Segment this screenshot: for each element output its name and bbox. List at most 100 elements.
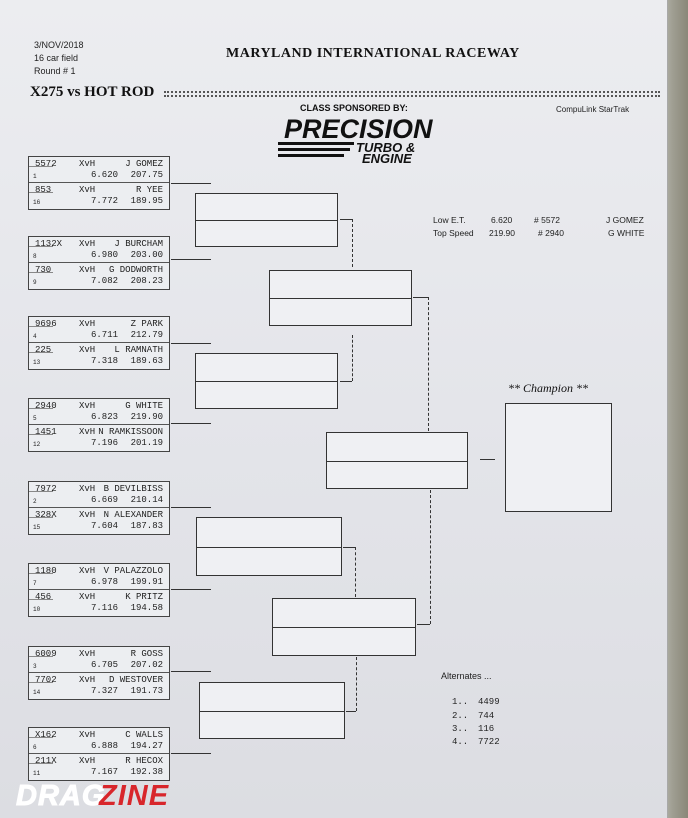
speed-mph: 207.02 xyxy=(130,660,163,670)
car-number: 328X xyxy=(35,510,57,520)
elapsed-time: 6.980 xyxy=(91,250,119,260)
seed-divider xyxy=(29,246,53,247)
bracket-connector xyxy=(340,219,352,220)
driver-name: N RAMKISSOON xyxy=(98,427,163,437)
car-number: 5572 xyxy=(35,159,57,169)
final-box xyxy=(326,432,468,489)
seed-number: 9 xyxy=(33,279,37,286)
quarterfinal-box xyxy=(196,517,342,576)
top-speed-car: # 2940 xyxy=(538,228,564,238)
seed-divider xyxy=(29,434,53,435)
seed-divider xyxy=(29,166,53,167)
car-number: 1180 xyxy=(35,566,57,576)
bracket-connector xyxy=(171,507,211,508)
bracket-connector xyxy=(352,219,353,267)
low-et-label: Low E.T. xyxy=(433,215,466,225)
class-code: XvH xyxy=(79,345,96,355)
seed-divider xyxy=(29,599,53,600)
speed-mph: 208.23 xyxy=(130,276,163,286)
bracket-connector xyxy=(346,711,356,712)
seed-number: 7 xyxy=(33,580,37,587)
car-number: 456 xyxy=(35,592,52,602)
elapsed-time: 7.196 xyxy=(91,438,119,448)
elapsed-time: 6.669 xyxy=(91,495,119,505)
low-et-car: # 5572 xyxy=(534,215,560,225)
elapsed-time: 7.116 xyxy=(91,603,119,613)
elapsed-time: 6.711 xyxy=(91,330,119,340)
bracket-connector xyxy=(171,671,211,672)
class-code: XvH xyxy=(79,427,96,437)
seed-divider xyxy=(29,352,53,353)
svg-text:ENGINE: ENGINE xyxy=(362,151,412,164)
speed-mph: 212.79 xyxy=(130,330,163,340)
sponsor-heading: CLASS SPONSORED BY: xyxy=(300,103,408,113)
car-number: X162 xyxy=(35,730,57,740)
semifinal-box xyxy=(272,598,416,656)
driver-name: R YEE xyxy=(135,185,163,195)
svg-text:PRECISION: PRECISION xyxy=(284,114,433,144)
speed-mph: 189.95 xyxy=(130,196,163,206)
class-code: XvH xyxy=(79,159,96,169)
car-number: 6009 xyxy=(35,649,57,659)
speed-mph: 203.00 xyxy=(130,250,163,260)
bracket-connector xyxy=(413,297,428,298)
class-code: XvH xyxy=(79,239,96,249)
bracket-connector xyxy=(355,547,356,597)
seed-divider xyxy=(29,408,53,409)
driver-name: N ALEXANDER xyxy=(103,510,163,520)
bracket-connector xyxy=(480,459,495,460)
dragzine-watermark-logo: DRAG ZINE xyxy=(16,780,169,813)
bracket-connector xyxy=(171,753,211,754)
seed-divider xyxy=(29,491,53,492)
driver-name: G WHITE xyxy=(125,401,163,411)
seed-number: 8 xyxy=(33,253,37,260)
bracket-connector xyxy=(171,589,211,590)
bracket-sheet: 3/NOV/2018 16 car field Round # 1 MARYLA… xyxy=(0,0,668,818)
driver-name: R GOSS xyxy=(130,649,163,659)
race-date: 3/NOV/2018 xyxy=(34,40,84,50)
svg-text:TURBO &: TURBO & xyxy=(356,140,415,155)
alternate-item: 1..4499 xyxy=(452,697,500,707)
round-number: Round # 1 xyxy=(34,66,76,76)
speed-mph: 194.27 xyxy=(130,741,163,751)
seed-number: 11 xyxy=(33,770,41,777)
low-et-driver: J GOMEZ xyxy=(606,215,644,225)
elapsed-time: 7.318 xyxy=(91,356,119,366)
class-title: X275 vs HOT ROD xyxy=(30,84,155,100)
top-speed-driver: G WHITE xyxy=(608,228,645,238)
driver-name: V PALAZZOLO xyxy=(103,566,163,576)
champion-box xyxy=(505,403,612,512)
car-number: 853 xyxy=(35,185,52,195)
car-number: 9696 xyxy=(35,319,57,329)
semifinal-box xyxy=(269,270,412,326)
venue-title: MARYLAND INTERNATIONAL RACEWAY xyxy=(226,46,520,61)
speed-mph: 219.90 xyxy=(130,412,163,422)
alternates-label: Alternates ... xyxy=(441,671,492,681)
timing-system: CompuLink StarTrak xyxy=(556,105,630,114)
bracket-connector xyxy=(340,381,352,382)
elapsed-time: 7.327 xyxy=(91,686,119,696)
elapsed-time: 6.705 xyxy=(91,660,119,670)
car-number: 7702 xyxy=(35,675,57,685)
elapsed-time: 6.978 xyxy=(91,577,119,587)
seed-number: 14 xyxy=(33,689,41,696)
speed-mph: 207.75 xyxy=(130,170,163,180)
quarterfinal-box xyxy=(199,682,345,739)
driver-name: R HECOX xyxy=(125,756,163,766)
class-code: XvH xyxy=(79,675,96,685)
driver-name: K PRITZ xyxy=(125,592,163,602)
quarterfinal-box xyxy=(195,193,338,247)
seed-number: 1 xyxy=(33,173,37,180)
car-number: 7972 xyxy=(35,484,57,494)
